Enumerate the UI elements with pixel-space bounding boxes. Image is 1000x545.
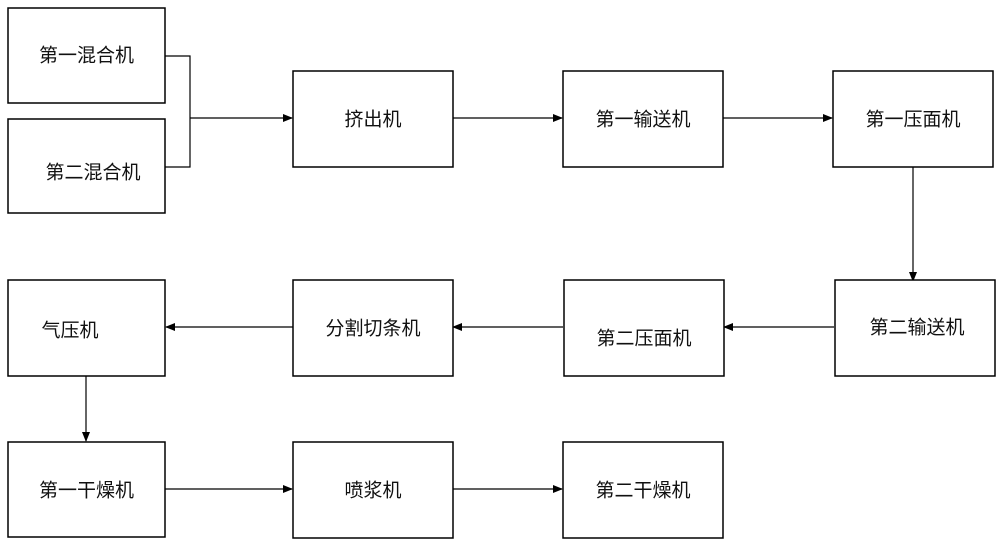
node-label: 第一输送机 xyxy=(595,109,690,131)
node-label: 第一混合机 xyxy=(39,45,134,67)
node-label: 第二压面机 xyxy=(596,328,691,350)
node-dryer2: 第二干燥机 xyxy=(563,442,723,538)
node-airpress: 气压机 xyxy=(8,280,165,376)
edge-mixer2-to-extruder xyxy=(165,118,190,167)
node-sprayer: 喷浆机 xyxy=(293,442,453,538)
node-conveyor1: 第一输送机 xyxy=(563,71,723,167)
node-label: 第一压面机 xyxy=(865,109,960,131)
node-dryer1: 第一干燥机 xyxy=(8,442,165,537)
edge-mixer1-to-extruder xyxy=(165,56,190,118)
node-label: 第一干燥机 xyxy=(39,480,134,502)
node-label: 气压机 xyxy=(41,320,98,342)
node-label: 第二干燥机 xyxy=(595,480,690,502)
edges xyxy=(86,56,913,489)
node-mixer1: 第一混合机 xyxy=(8,8,165,103)
node-press1: 第一压面机 xyxy=(833,71,993,167)
node-label: 喷浆机 xyxy=(344,480,401,502)
node-press2: 第二压面机 xyxy=(564,280,724,376)
node-mixer2: 第二混合机 xyxy=(8,119,165,213)
node-cutter: 分割切条机 xyxy=(293,280,453,376)
node-extruder: 挤出机 xyxy=(293,71,453,167)
node-label: 分割切条机 xyxy=(325,318,420,340)
node-conveyor2: 第二输送机 xyxy=(835,280,995,376)
node-label: 第二混合机 xyxy=(45,162,140,184)
node-label: 挤出机 xyxy=(344,109,401,131)
node-label: 第二输送机 xyxy=(869,317,964,339)
